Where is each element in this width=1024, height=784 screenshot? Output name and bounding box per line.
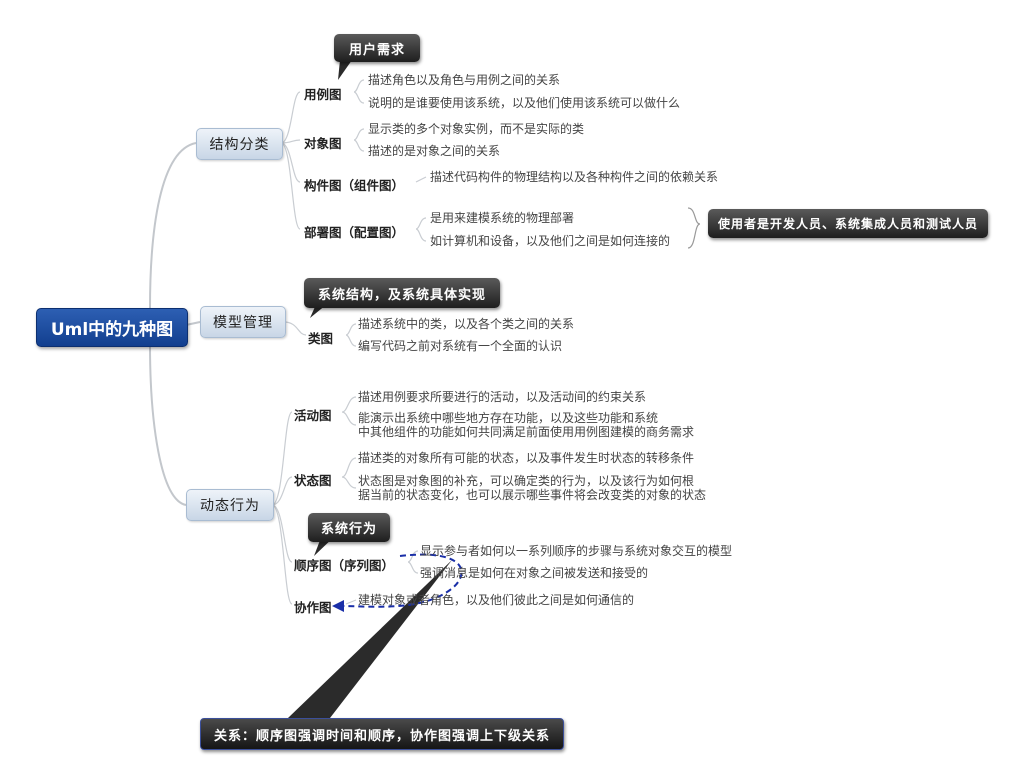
leaf-object-2: 描述的是对象之间的关系: [368, 144, 501, 158]
leaf-sequence-2: 强调消息是如何在对象之间被发送和接受的: [420, 566, 649, 580]
leaf-state-3: 据当前的状态变化，也可以展示哪些事件将会改变类的对象的状态: [358, 488, 707, 502]
leaf-activity-1: 描述用例要求所要进行的活动，以及活动间的约束关系: [358, 390, 647, 404]
node-activity-diagram: 活动图: [294, 408, 332, 423]
callout-user-requirements: 用户需求: [334, 34, 420, 62]
callout-system-behavior: 系统行为: [308, 513, 390, 542]
category-dynamic-behavior: 动态行为: [186, 489, 274, 521]
node-object-diagram: 对象图: [304, 136, 342, 151]
leaf-collaboration-1: 建模对象或者角色，以及他们彼此之间是如何通信的: [358, 593, 635, 607]
leaf-class-1: 描述系统中的类，以及各个类之间的关系: [358, 317, 575, 331]
root-node: Uml中的九种图: [36, 308, 188, 347]
leaf-object-1: 显示类的多个对象实例，而不是实际的类: [368, 122, 585, 136]
leaf-state-2: 状态图是对象图的补充，可以确定类的行为，以及该行为如何根: [358, 474, 695, 488]
node-collaboration-diagram: 协作图: [294, 600, 332, 615]
node-class-diagram: 类图: [308, 331, 334, 346]
relationship-note: 关系：顺序图强调时间和顺序，协作图强调上下级关系: [200, 718, 564, 750]
category-structure: 结构分类: [196, 128, 283, 160]
node-deployment-diagram: 部署图（配置图）: [304, 225, 405, 240]
node-state-diagram: 状态图: [294, 473, 332, 488]
leaf-use-case-1: 描述角色以及角色与用例之间的关系: [368, 73, 561, 87]
callout-deployment-users: 使用者是开发人员、系统集成人员和测试人员: [708, 209, 988, 238]
leaf-activity-2: 能演示出系统中哪些地方存在功能，以及这些功能和系统: [358, 411, 659, 425]
leaf-class-2: 编写代码之前对系统有一个全面的认识: [358, 339, 563, 353]
node-use-case-diagram: 用例图: [304, 87, 342, 102]
category-model-management: 模型管理: [200, 306, 286, 338]
leaf-deployment-1: 是用来建模系统的物理部署: [430, 211, 575, 225]
node-component-diagram: 构件图（组件图）: [304, 178, 405, 193]
callout-system-structure: 系统结构，及系统具体实现: [304, 278, 500, 308]
leaf-sequence-1: 显示参与者如何以一系列顺序的步骤与系统对象交互的模型: [420, 544, 733, 558]
leaf-use-case-2: 说明的是谁要使用该系统，以及他们使用该系统可以做什么: [368, 96, 681, 110]
leaf-activity-3: 中其他组件的功能如何共同满足前面使用用例图建模的商务需求: [358, 425, 695, 439]
node-sequence-diagram: 顺序图（序列图）: [294, 558, 395, 573]
leaf-component-1: 描述代码构件的物理结构以及各种构件之间的依赖关系: [430, 170, 719, 184]
leaf-state-1: 描述类的对象所有可能的状态，以及事件发生时状态的转移条件: [358, 451, 695, 465]
leaf-deployment-2: 如计算机和设备，以及他们之间是如何连接的: [430, 234, 671, 248]
